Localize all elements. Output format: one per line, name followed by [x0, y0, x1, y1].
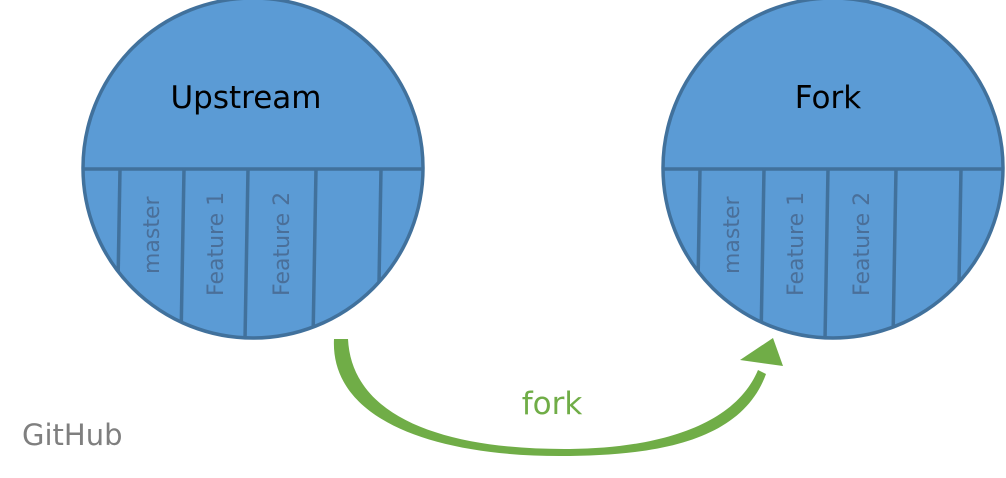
upstream-branch-feature-2: Feature 2	[270, 192, 295, 296]
fork-branch-feature-2: Feature 2	[850, 192, 875, 296]
fork-arrow: fork	[333, 338, 783, 456]
fork-branch-master: master	[720, 195, 745, 274]
fork-arrowhead-icon	[740, 338, 783, 366]
upstream-branch-separator	[243, 168, 250, 338]
upstream-branch-feature-1: Feature 1	[204, 192, 229, 296]
fork-branch-separator	[759, 168, 766, 338]
fork-label: fork	[522, 386, 583, 422]
fork-repo: Fork master Feature 1 Feature 2	[661, 0, 1005, 340]
fork-branch-separator	[823, 168, 830, 338]
fork-title: Fork	[795, 80, 861, 116]
upstream-branch-separator	[179, 168, 186, 338]
fork-branch-separator	[891, 168, 898, 338]
upstream-branch-master: master	[140, 195, 165, 274]
platform-label: GitHub	[22, 418, 123, 452]
fork-branch-feature-1: Feature 1	[784, 192, 809, 296]
upstream-circle-outline	[81, 0, 425, 340]
fork-circle-outline	[661, 0, 1005, 340]
upstream-title: Upstream	[170, 80, 321, 116]
upstream-branch-separator	[311, 168, 318, 338]
upstream-repo: Upstream master Feature 1 Feature 2	[81, 0, 425, 340]
